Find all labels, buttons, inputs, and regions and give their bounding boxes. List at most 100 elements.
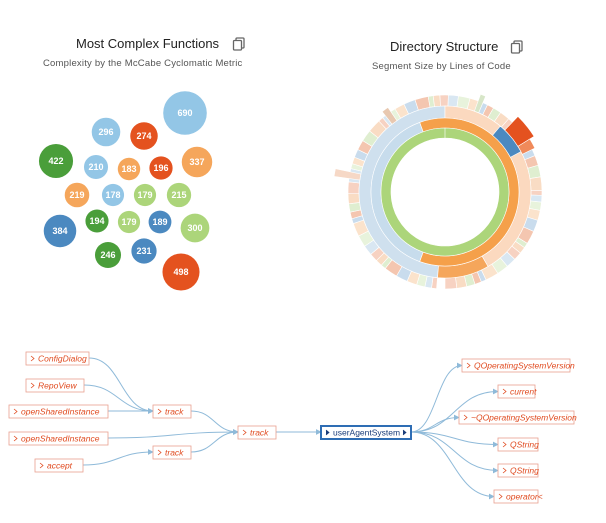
node-label: accept [47, 461, 73, 471]
graph-edge [83, 384, 154, 414]
expand-arrow-icon [498, 493, 503, 500]
graph-node[interactable]: ConfigDialog [25, 351, 90, 366]
node-label: userAgentSystem [333, 428, 400, 438]
graph-node-track[interactable]: track [152, 445, 192, 460]
bubble-label: 196 [153, 163, 168, 173]
sunburst-segment[interactable] [381, 107, 398, 125]
graph-edge [190, 410, 239, 435]
bubble[interactable] [162, 253, 200, 291]
node-label: current [510, 387, 537, 397]
bubble[interactable] [130, 122, 158, 150]
node-label: ~QOperatingSystemVersion [471, 413, 577, 423]
expand-arrow-icon [463, 414, 468, 421]
bubble-label: 498 [173, 267, 188, 277]
graph-node[interactable]: QString [497, 437, 539, 452]
bubble[interactable] [91, 117, 121, 147]
expand-arrow-icon [30, 355, 35, 362]
graph-edge [190, 429, 239, 453]
graph-node[interactable]: operator< [493, 489, 543, 504]
expand-arrow-icon [502, 467, 507, 474]
bubble[interactable] [180, 213, 210, 243]
bubble-label: 219 [69, 190, 84, 200]
bubble[interactable] [131, 238, 157, 264]
graph-node-track[interactable]: track [237, 425, 277, 440]
bubble-label: 189 [152, 217, 167, 227]
graph-edge [107, 429, 239, 439]
graph-node[interactable]: ~QOperatingSystemVersion [458, 410, 577, 425]
bubble[interactable] [101, 183, 125, 207]
bubble[interactable] [64, 182, 90, 208]
bubble[interactable] [117, 210, 141, 234]
graph-node[interactable]: openSharedInstance [8, 404, 109, 419]
expand-arrow-icon [402, 429, 407, 436]
expand-arrow-icon [466, 362, 471, 369]
bubble[interactable] [83, 154, 109, 180]
bubble[interactable] [43, 214, 77, 248]
bubble-label: 215 [171, 190, 186, 200]
graph-node[interactable]: current [497, 384, 537, 399]
node-label: QString [510, 466, 539, 476]
graph-edge [410, 431, 495, 500]
node-label: QString [510, 440, 539, 450]
bubble[interactable] [166, 182, 192, 208]
graph-edge [410, 362, 463, 433]
sunburst-segment[interactable] [333, 168, 362, 181]
expand-arrow-icon [30, 382, 35, 389]
graph-edge [410, 431, 499, 474]
expand-arrow-icon [502, 441, 507, 448]
bubble-label: 300 [187, 223, 202, 233]
expand-arrow-icon [242, 429, 247, 436]
expand-arrow-icon [157, 449, 162, 456]
bubble[interactable] [117, 157, 141, 181]
expand-arrow-icon [325, 429, 330, 436]
bubble-label: 337 [189, 157, 204, 167]
sunburst-segment[interactable] [517, 138, 536, 155]
bubble[interactable] [149, 156, 173, 180]
bubble-label: 194 [89, 216, 104, 226]
graph-node-main[interactable]: userAgentSystem [320, 425, 412, 440]
graph-node[interactable]: QOperatingSystemVersion [461, 358, 575, 373]
sunburst-segment[interactable] [380, 127, 510, 257]
graph-node[interactable]: accept [34, 458, 84, 473]
expand-arrow-icon [13, 408, 18, 415]
graph-node-track[interactable]: track [152, 404, 192, 419]
node-label: operator< [506, 492, 543, 502]
bubble-label: 179 [121, 217, 136, 227]
complex-functions-title: Most Complex Functions [76, 36, 220, 51]
node-label: QOperatingSystemVersion [474, 361, 575, 371]
node-label: openSharedInstance [21, 407, 100, 417]
graph-edge [82, 449, 154, 466]
bubble-label: 210 [88, 162, 103, 172]
directory-structure-subtitle: Segment Size by Lines of Code [372, 61, 511, 72]
bubble-label: 231 [136, 246, 151, 256]
bubble[interactable] [38, 143, 74, 179]
bubble-label: 178 [105, 190, 120, 200]
bubble-label: 384 [52, 226, 67, 236]
graph-node[interactable]: RepoView [25, 378, 85, 393]
bubble[interactable] [133, 183, 157, 207]
node-label: track [250, 428, 269, 438]
bubble[interactable] [148, 210, 172, 234]
directory-structure-title: Directory Structure [390, 39, 499, 54]
bubble[interactable] [181, 146, 213, 178]
expand-arrow-icon [39, 462, 44, 469]
graph-node[interactable]: QString [497, 463, 539, 478]
copy-icon[interactable] [510, 40, 524, 54]
bubble[interactable] [94, 241, 122, 269]
sunburst-segment[interactable] [474, 93, 487, 114]
node-label: track [165, 407, 184, 417]
complex-functions-subtitle: Complexity by the McCabe Cyclomatic Metr… [43, 58, 243, 69]
bubble[interactable] [85, 209, 109, 233]
node-label: track [165, 448, 184, 458]
graph-node[interactable]: openSharedInstance [8, 431, 109, 446]
copy-icon[interactable] [232, 37, 246, 51]
bubble-label: 422 [48, 156, 63, 166]
bubble-label: 183 [121, 164, 136, 174]
bubble[interactable] [163, 91, 207, 135]
bubble-label: 246 [100, 250, 115, 260]
bubble-label: 274 [136, 131, 151, 141]
